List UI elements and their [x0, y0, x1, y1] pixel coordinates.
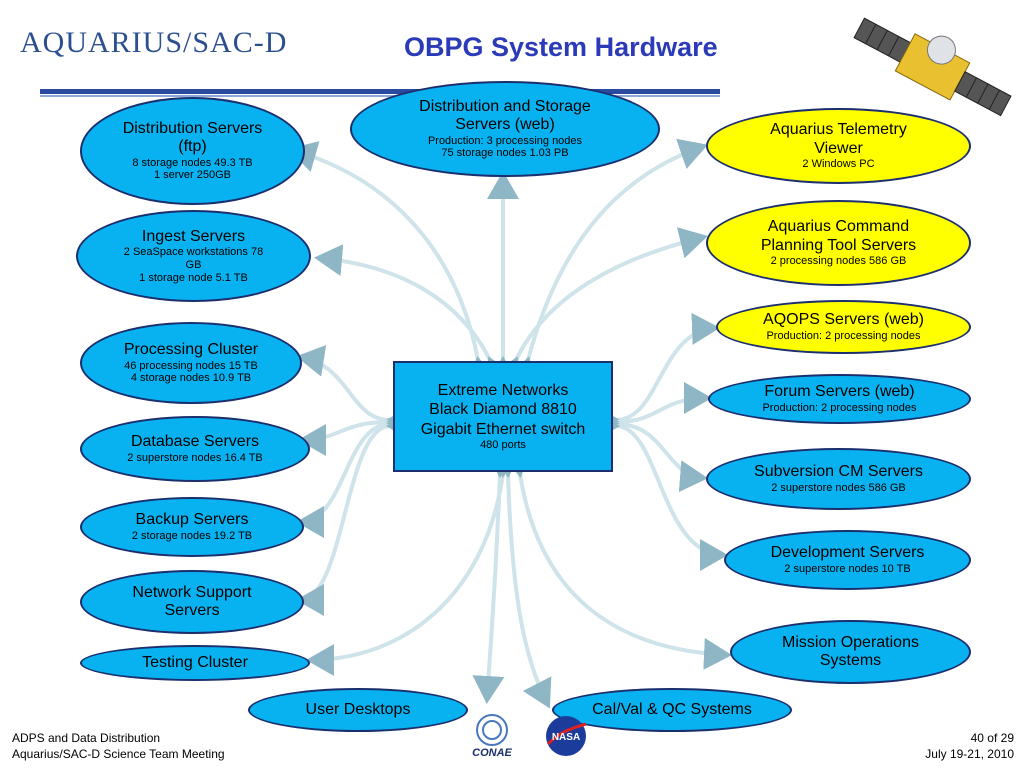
node-subversion-cm-servers: Subversion CM Servers 2 superstore nodes…	[706, 448, 971, 510]
node-title: Forum Servers (web)	[764, 383, 915, 401]
link-network-support	[296, 409, 415, 616]
node-title: Ingest Servers	[141, 227, 246, 245]
node-detail: 2 superstore nodes 586 GB	[771, 481, 906, 494]
node-forum-servers: Forum Servers (web) Production: 2 proces…	[708, 374, 971, 424]
conae-logo-text: CONAE	[472, 747, 512, 759]
meeting-date: July 19-21, 2010	[925, 747, 1014, 762]
node-aquarius-command-planning: Aquarius Command Planning Tool Servers 2…	[706, 200, 971, 286]
link-user-desktops	[472, 449, 517, 704]
node-detail: Production: 2 processing nodes	[762, 401, 917, 414]
node-title: Backup Servers	[135, 511, 249, 529]
node-title: Aquarius Command	[767, 218, 910, 236]
node-ingest-servers: Ingest Servers 2 SeaSpace workstations 7…	[76, 210, 311, 302]
node-title: Planning Tool Servers	[760, 236, 917, 254]
node-detail: Production: 2 processing nodes	[766, 329, 921, 342]
satellite-illustration	[853, 17, 1012, 117]
node-detail: 2 Windows PC	[802, 158, 875, 171]
footer-line: ADPS and Data Distribution	[12, 731, 161, 745]
node-title: Servers (web)	[455, 116, 555, 134]
link-testing	[306, 447, 523, 676]
node-detail: 8 storage nodes 49.3 TB	[132, 156, 253, 169]
node-aquarius-telemetry-viewer: Aquarius Telemetry Viewer 2 Windows PC	[706, 108, 971, 184]
node-title: Distribution Servers	[122, 119, 263, 137]
node-title: Aquarius Telemetry	[770, 121, 907, 139]
node-detail: 4 storage nodes 10.9 TB	[130, 372, 252, 385]
node-title: Viewer	[814, 139, 863, 157]
link-calval	[491, 449, 552, 709]
node-title: User Desktops	[305, 700, 411, 718]
page-title: OBPG System Hardware	[404, 32, 718, 62]
node-database-servers: Database Servers 2 superstore nodes 16.4…	[80, 416, 310, 482]
footer-line: Aquarius/SAC-D Science Team Meeting	[12, 747, 225, 762]
node-distribution-servers-ftp: Distribution Servers (ftp) 8 storage nod…	[80, 97, 305, 205]
link-dist-ftp	[288, 141, 499, 387]
link-command	[491, 227, 708, 389]
node-detail: 1 server 250GB	[153, 169, 232, 182]
hub-line: Gigabit Ethernet switch	[420, 420, 586, 438]
link-mission-ops	[500, 447, 732, 670]
node-detail: 2 superstore nodes 16.4 TB	[127, 451, 263, 464]
node-testing-cluster: Testing Cluster	[80, 645, 310, 681]
footer-right: 40 of 29 July 19-21, 2010	[925, 730, 1014, 762]
node-processing-cluster: Processing Cluster 46 processing nodes 1…	[80, 322, 302, 404]
node-detail: 75 storage nodes 1.03 PB	[441, 147, 569, 160]
nasa-logo-text: NASA	[552, 732, 580, 743]
node-calval-qc-systems: Cal/Val & QC Systems	[552, 688, 792, 732]
node-detail: 2 SeaSpace workstations 78	[123, 246, 264, 259]
node-detail: 2 superstore nodes 10 TB	[784, 562, 911, 575]
link-processing	[296, 345, 415, 437]
link-ingest	[314, 244, 516, 389]
node-title: Processing Cluster	[123, 341, 259, 359]
aquarius-sacd-logo: AQUARIUS/SAC-D	[20, 26, 288, 59]
node-detail: GB	[185, 258, 202, 271]
link-telemetry	[506, 138, 708, 388]
node-detail: Production: 3 processing nodes	[427, 134, 583, 147]
node-development-servers: Development Servers 2 superstore nodes 1…	[724, 530, 971, 590]
node-title: AQOPS Servers (web)	[763, 311, 924, 329]
hub-line: Black Diamond 8810	[429, 401, 577, 419]
node-title: Distribution and Storage	[419, 97, 591, 115]
header-rule	[40, 89, 720, 94]
node-detail: 1 storage node 5.1 TB	[139, 271, 248, 284]
link-development	[591, 409, 728, 571]
node-user-desktops: User Desktops	[248, 688, 468, 732]
conae-logo: CONAE	[472, 714, 513, 759]
node-distribution-storage-web: Distribution and Storage Servers (web) P…	[350, 81, 660, 177]
node-aqops-servers: AQOPS Servers (web) Production: 2 proces…	[716, 300, 971, 354]
node-title: Cal/Val & QC Systems	[592, 700, 752, 718]
node-network-support-servers: Network Support Servers	[80, 570, 304, 634]
node-detail: 2 storage nodes 19.2 TB	[131, 529, 253, 542]
hub-ethernet-switch: Extreme Networks Black Diamond 8810 Giga…	[393, 361, 613, 472]
footer-left: ADPS and Data Distribution Aquarius/SAC-…	[12, 730, 225, 762]
header-rule-thin	[40, 95, 720, 97]
node-title: Testing Cluster	[142, 653, 248, 671]
nasa-logo: NASA	[546, 716, 587, 756]
node-title: Network Support	[132, 583, 252, 601]
node-title: Systems	[819, 652, 882, 669]
node-detail: 46 processing nodes 15 TB	[124, 359, 258, 372]
node-mission-operations-systems: Mission Operations Systems	[730, 620, 971, 684]
page-number: 40 of 29	[970, 731, 1014, 745]
hub-line: Extreme Networks	[437, 382, 569, 400]
node-backup-servers: Backup Servers 2 storage nodes 19.2 TB	[80, 497, 304, 557]
node-title: Servers	[164, 602, 220, 619]
node-title: (ftp)	[178, 138, 207, 156]
node-detail: 2 processing nodes 586 GB	[770, 255, 907, 268]
node-title: Database Servers	[130, 433, 260, 451]
node-title: Development Servers	[770, 544, 925, 562]
node-title: Mission Operations	[782, 633, 919, 651]
hub-ports: 480 ports	[480, 438, 526, 451]
node-title: Subversion CM Servers	[754, 463, 923, 481]
